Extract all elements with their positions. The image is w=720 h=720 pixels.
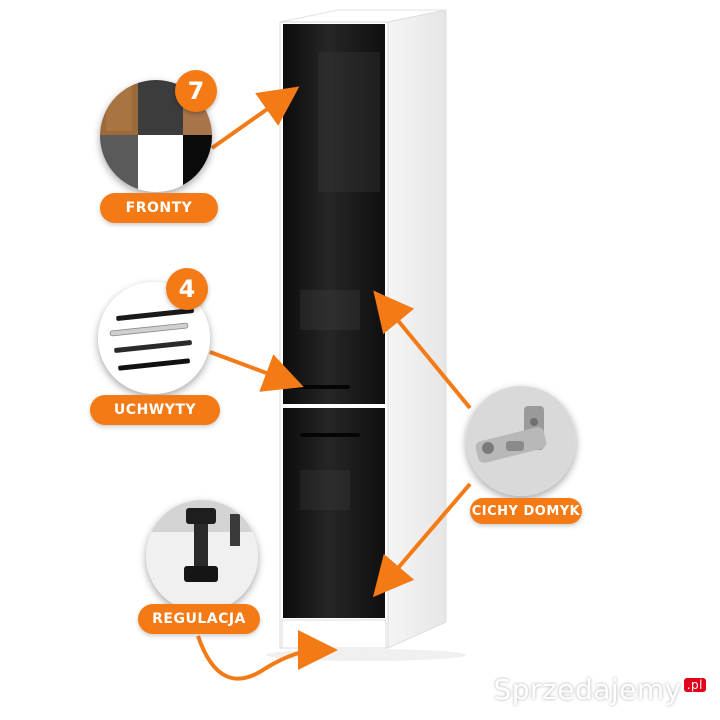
regulacja-foot [146,500,258,612]
fronty-count: 7 [187,77,205,105]
hinge-icon [466,386,576,496]
cichy-domyk-label-text: CICHY DOMYK [471,503,581,519]
fronty-label-text: FRONTY [125,200,193,216]
arrow-icon [373,290,472,410]
arrow-icon [196,630,338,681]
handle-icon [109,308,194,371]
arrow-icon [372,482,472,598]
arrow-icon [210,86,300,150]
uchwyty-count: 4 [178,275,196,303]
watermark-suffix: .pl [683,677,706,692]
fronty-label: FRONTY [100,193,218,223]
leveling-foot-icon [146,500,258,612]
cichy-domyk-hinge [466,386,576,496]
regulacja-label-text: REGULACJA [152,611,246,627]
lower-handle [300,433,360,437]
fronty-count-badge: 7 [175,70,217,112]
watermark-logo: Sprzedajemy.pl [493,673,706,706]
regulacja-label: REGULACJA [138,604,260,634]
cichy-domyk-label: CICHY DOMYK [470,498,582,524]
arrow-icon [209,350,304,392]
uchwyty-label-text: UCHWYTY [113,402,197,418]
uchwyty-handles [98,282,210,394]
uchwyty-count-badge: 4 [166,268,208,310]
watermark-text: Sprzedajemy [493,673,682,706]
lower-door [283,408,385,618]
upper-door [283,24,385,404]
uchwyty-label: UCHWYTY [90,395,220,425]
